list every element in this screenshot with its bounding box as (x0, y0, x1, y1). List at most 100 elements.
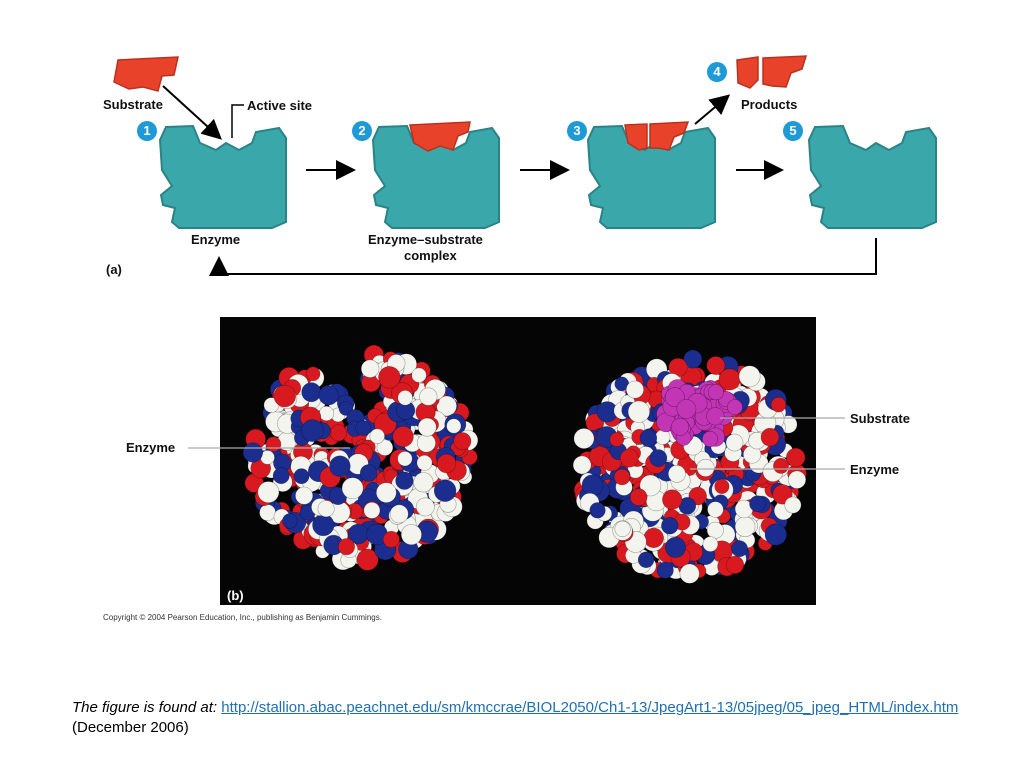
enzyme-shape-5 (807, 124, 937, 229)
atom (436, 453, 457, 474)
space-filling-models (242, 344, 807, 584)
label-enzyme: Enzyme (191, 232, 241, 247)
substrate-atom (676, 399, 697, 419)
atom (265, 436, 282, 452)
atom (293, 468, 310, 485)
substrate-shape (113, 56, 179, 92)
caption-prefix: The figure is found at: (72, 699, 218, 716)
atom (301, 382, 322, 403)
atom (259, 504, 277, 522)
label-enzyme-left: Enzyme (126, 440, 176, 455)
atom (627, 400, 651, 423)
atom (625, 380, 644, 399)
release-arrow (694, 94, 731, 125)
atom (446, 418, 462, 434)
active-site-pointer (231, 104, 244, 138)
substrate-atom (706, 407, 725, 426)
atom (413, 472, 434, 493)
atom (273, 384, 297, 408)
atom (330, 424, 348, 442)
atom (764, 523, 787, 546)
products-shape (736, 55, 808, 89)
atom (629, 488, 648, 506)
copyright-notice: Copyright © 2004 Pearson Education, Inc.… (103, 613, 382, 622)
atom (734, 516, 756, 537)
atom (639, 429, 658, 447)
atom (661, 517, 679, 535)
atom (395, 471, 414, 490)
atom (725, 555, 745, 574)
bound-substrate (409, 121, 471, 152)
atom (376, 439, 394, 456)
enzyme-model-free (242, 344, 479, 571)
label-products: Products (741, 97, 798, 112)
atom (389, 504, 409, 524)
atom (369, 428, 385, 444)
atom (784, 496, 802, 514)
atom (359, 464, 378, 482)
atom (718, 368, 741, 391)
atom (702, 536, 719, 552)
atom (453, 432, 472, 451)
atom (706, 356, 726, 375)
atom (614, 520, 631, 537)
atom (417, 417, 437, 437)
atom (341, 477, 364, 500)
atom (416, 454, 433, 471)
atom (662, 489, 683, 510)
atom (433, 479, 457, 502)
atom (397, 390, 413, 406)
atom (637, 551, 655, 569)
atom (329, 455, 351, 477)
label-complex-line2: complex (404, 248, 457, 263)
atom (725, 433, 744, 452)
atom (318, 385, 339, 406)
atom (382, 530, 400, 548)
atom (581, 474, 604, 496)
atom (305, 366, 321, 382)
atom (770, 396, 787, 413)
atom (360, 359, 380, 378)
atom (378, 366, 401, 389)
substrate-atom (702, 431, 719, 448)
atom (356, 548, 379, 571)
atom (749, 495, 766, 512)
atom (787, 470, 807, 489)
step-badge-1: 1 (137, 121, 157, 141)
atom (696, 458, 715, 477)
source-link[interactable]: http://stallion.abac.peachnet.edu/sm/kmc… (221, 699, 959, 716)
atom (400, 524, 422, 546)
atom (312, 513, 335, 537)
atom (785, 447, 806, 468)
step-badge-3: 3 (567, 121, 587, 141)
atom (392, 425, 414, 448)
label-substrate-right: Substrate (850, 411, 910, 426)
substrate-atom (670, 417, 689, 436)
atom (376, 482, 397, 503)
atom (731, 540, 748, 558)
enzyme-cycle-diagram (113, 55, 937, 276)
enzyme-shape-1 (158, 124, 287, 229)
panel-a-label: (a) (106, 262, 122, 277)
atom (609, 432, 625, 447)
label-complex-line1: Enzyme–substrate (368, 232, 483, 247)
step-badge-4: 4 (707, 62, 727, 82)
atom (338, 538, 356, 556)
atom (363, 501, 381, 519)
label-substrate: Substrate (103, 97, 163, 112)
atom (282, 513, 298, 529)
atom (415, 497, 435, 517)
atom (573, 428, 595, 449)
atom (397, 451, 413, 467)
atom (355, 420, 371, 436)
atom (738, 365, 761, 388)
atom (656, 561, 674, 579)
atom (667, 464, 686, 483)
atom (318, 405, 335, 422)
atom (655, 429, 671, 445)
caption-date: (December 2006) (72, 719, 189, 736)
atom (773, 457, 789, 474)
atom (706, 521, 724, 539)
panel-b-label: (b) (227, 588, 244, 603)
split-products-bound (624, 121, 690, 151)
